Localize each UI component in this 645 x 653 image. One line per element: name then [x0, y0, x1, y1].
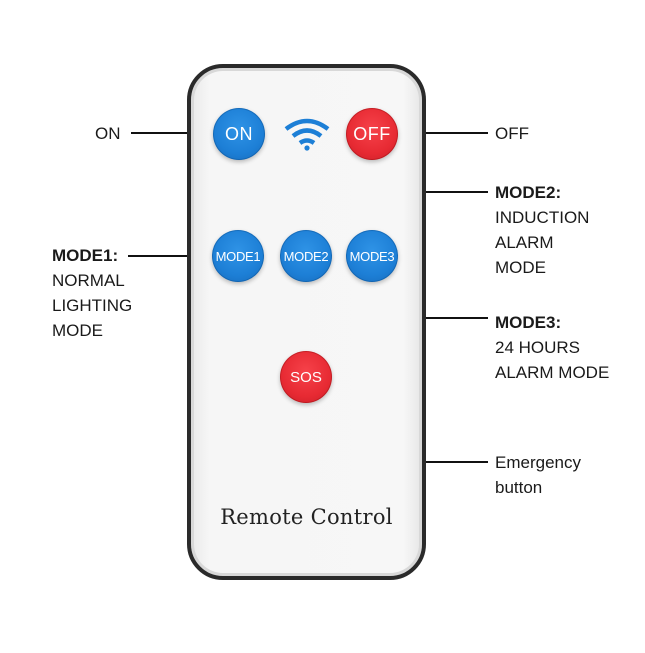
mode1-annotation-line: NORMAL — [52, 271, 125, 290]
mode1-annotation-title: MODE1: — [52, 246, 119, 265]
mode2-annotation-line: ALARM — [495, 233, 554, 252]
mode1-annotation: MODE1: NORMAL LIGHTING MODE — [52, 243, 132, 343]
sos-annotation: Emergency button — [495, 450, 581, 500]
mode3-annotation-line: 24 HOURS — [495, 338, 581, 357]
mode3-annotation-title: MODE3: — [495, 313, 562, 332]
mode2-annotation-title: MODE2: — [495, 183, 562, 202]
sos-annotation-line: Emergency — [495, 453, 581, 472]
wifi-signal-icon — [284, 118, 330, 151]
off-annotation-text: OFF — [495, 124, 529, 143]
on-annotation-text: ON — [95, 124, 121, 143]
on-annotation: ON — [95, 121, 121, 146]
mode2-annotation: MODE2: INDUCTION ALARM MODE — [495, 180, 589, 280]
sos-annotation-line: button — [495, 478, 543, 497]
mode3-annotation: MODE3: 24 HOURS ALARM MODE — [495, 310, 609, 385]
mode3-button[interactable]: MODE3 — [346, 230, 398, 282]
mode1-annotation-line: LIGHTING — [52, 296, 133, 315]
sos-button[interactable]: SOS — [280, 351, 332, 403]
on-button[interactable]: ON — [213, 108, 265, 160]
mode3-annotation-line: ALARM MODE — [495, 363, 610, 382]
off-button[interactable]: OFF — [346, 108, 398, 160]
mode2-button[interactable]: MODE2 — [280, 230, 332, 282]
mode2-annotation-line: INDUCTION — [495, 208, 590, 227]
off-annotation: OFF — [495, 121, 529, 146]
mode2-annotation-line: MODE — [495, 258, 546, 277]
mode1-annotation-line: MODE — [52, 321, 103, 340]
mode1-button[interactable]: MODE1 — [212, 230, 264, 282]
remote-label: Remote Control — [220, 505, 393, 529]
